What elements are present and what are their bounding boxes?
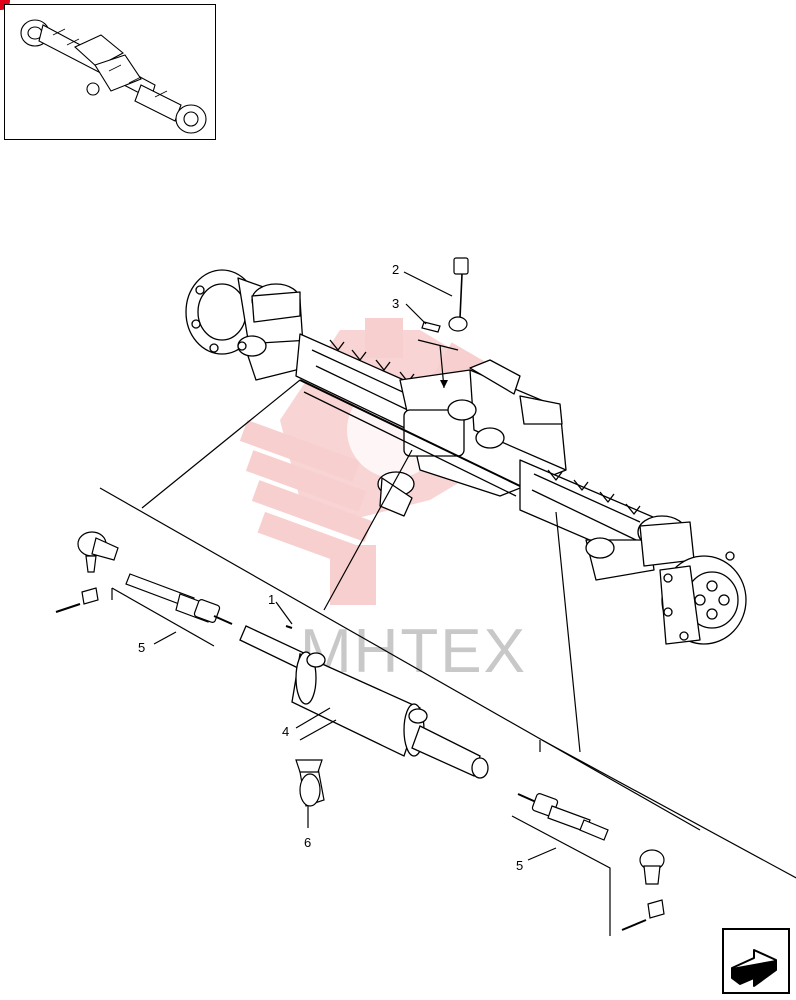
leader-lines [99,271,796,936]
steering-cylinder [239,625,489,779]
sensor-bolt-part [421,321,441,333]
right-tie-rod [517,793,609,841]
thumbnail-axle-icon [20,19,207,134]
callout-2: 2 [392,262,399,277]
watermark-gear-icon [239,318,500,605]
arrow-head-icon [440,380,448,388]
callout-1: 1 [268,592,275,607]
right-tie-rod-end [621,849,665,931]
thumbnail-frame[interactable] [4,4,216,140]
next-page-arrow-icon [731,949,777,987]
callout-5-left: 5 [138,640,145,655]
next-page-button[interactable] [722,928,790,994]
left-tie-rod-end [55,531,119,613]
watermark-text: MHTEX [300,617,527,686]
callout-5-right: 5 [516,858,523,873]
speed-sensor-part [448,257,469,332]
front-axle-assembly [185,269,747,645]
left-tie-rod [125,573,233,625]
callout-4: 4 [282,724,289,739]
callout-6: 6 [304,835,311,850]
grease-fitting-part [295,759,325,807]
callout-3: 3 [392,296,399,311]
